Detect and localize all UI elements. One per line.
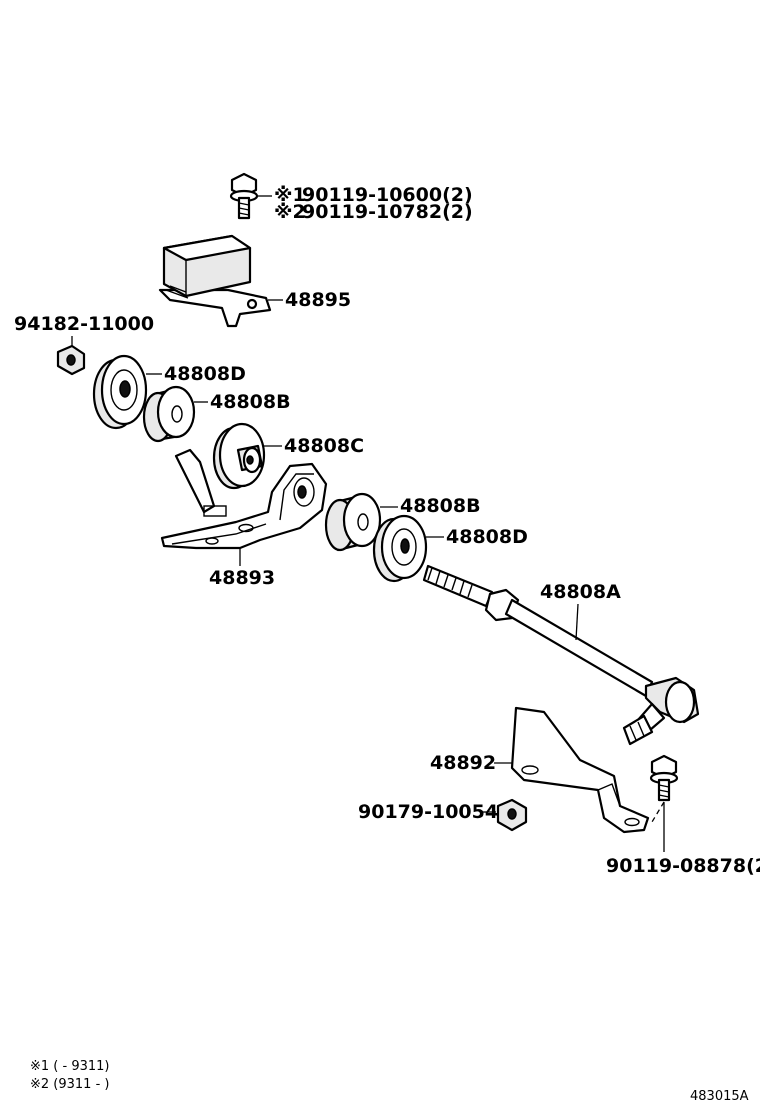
retainer-48808D-mid-icon <box>372 514 428 583</box>
figure-id: 483015A <box>690 1089 749 1104</box>
label-48895: 48895 <box>285 289 351 311</box>
label-48808D-mid: 48808D <box>446 526 528 548</box>
stabilizer-link-48808A-icon <box>422 564 700 746</box>
label-90119-bottom: 90119-08878(2) <box>606 855 760 877</box>
label-48808B-mid: 48808B <box>400 495 481 517</box>
retainer-48808D-top-icon <box>92 354 148 430</box>
bushing-48808B-top-icon <box>142 385 196 443</box>
bushing-48808B-mid-icon <box>324 492 382 552</box>
label-bolt-top-note1: ※1 <box>274 184 306 206</box>
footnote-2: ※2 (9311 - ) <box>30 1077 109 1092</box>
label-48808C: 48808C <box>284 435 364 457</box>
label-48893: 48893 <box>209 567 275 589</box>
label-bolt-top-part2: 90119-10782(2) <box>302 201 473 223</box>
label-48808B-top: 48808B <box>210 391 291 413</box>
bracket-48893-icon <box>160 448 328 550</box>
bolt-top-icon <box>229 172 259 220</box>
label-90179: 90179-10054 <box>358 801 498 823</box>
cushion-48808C-icon <box>212 422 266 490</box>
label-bolt-top-note2: ※2 <box>274 201 306 223</box>
leader-48808A <box>575 603 579 641</box>
bolt-bottom-icon <box>649 754 679 802</box>
footnote-1: ※1 ( - 9311) <box>30 1059 109 1074</box>
label-48808D-top: 48808D <box>164 363 246 385</box>
bracket-48892-icon <box>510 706 650 834</box>
label-bolt-top-part1: 90119-10600(2) <box>302 184 473 206</box>
label-48808A: 48808A <box>540 581 621 603</box>
nut-90179-icon <box>496 798 528 832</box>
mass-damper-48895-icon <box>158 234 272 328</box>
bolt-bottom-guide <box>651 801 665 823</box>
label-94182: 94182-11000 <box>14 313 154 335</box>
nut-94182-icon <box>56 344 86 376</box>
label-48892: 48892 <box>430 752 496 774</box>
